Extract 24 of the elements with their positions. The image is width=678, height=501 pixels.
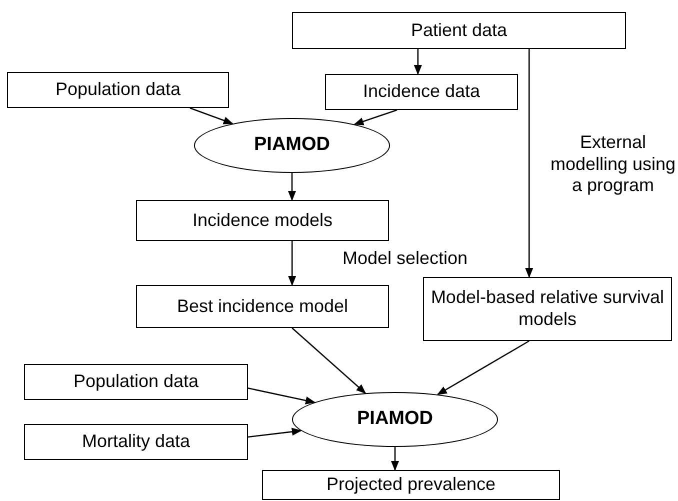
- process-box: Patient data: [292, 12, 626, 49]
- process-box: Population data: [7, 72, 229, 108]
- external-modelling-note: External modelling using a program: [549, 132, 677, 197]
- arrow: [288, 241, 296, 286]
- arrow: [414, 49, 422, 75]
- process-ellipse: PIAMOD: [292, 392, 498, 447]
- arrow: [248, 428, 302, 438]
- arrow: [190, 107, 234, 124]
- arrow: [288, 173, 296, 201]
- process-box: Projected prevalence: [262, 470, 560, 500]
- arrow: [391, 447, 399, 471]
- arrow: [292, 328, 366, 394]
- process-box: Incidence models: [136, 200, 389, 241]
- arrow: [354, 109, 398, 126]
- process-box: Best incidence model: [136, 285, 389, 328]
- arrow: [525, 49, 534, 278]
- process-box: Incidence data: [325, 74, 518, 110]
- arrow: [436, 340, 530, 396]
- process-box: Population data: [24, 364, 248, 400]
- process-ellipse: PIAMOD: [194, 118, 390, 173]
- model-selection-note: Model selection: [341, 248, 469, 270]
- process-box: Model-based relative survival models: [423, 277, 672, 341]
- process-box: Mortality data: [24, 424, 248, 460]
- arrow: [248, 387, 316, 404]
